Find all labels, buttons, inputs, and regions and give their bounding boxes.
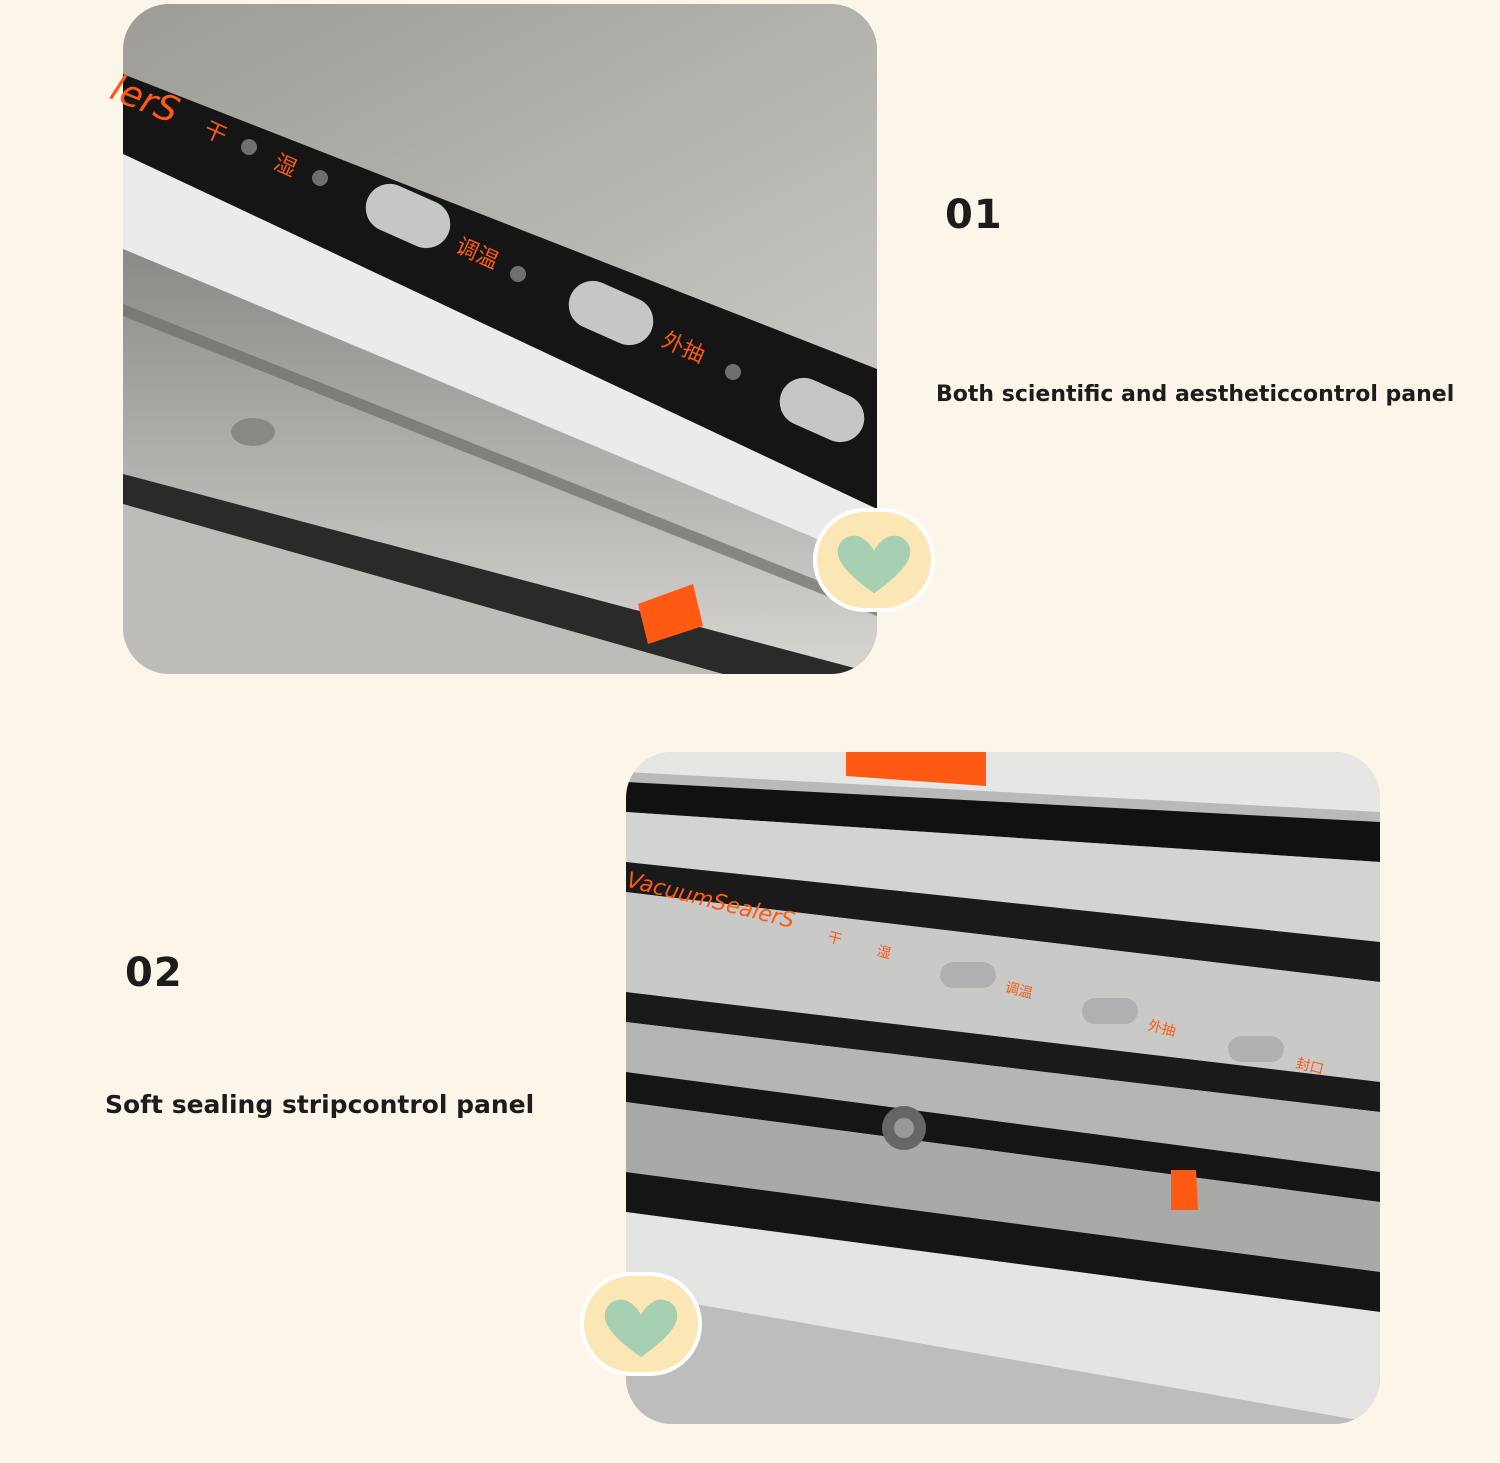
heart-badge (813, 508, 935, 612)
heart-icon (604, 1299, 678, 1358)
heart-icon (837, 535, 911, 594)
product-photo-control-panel (123, 4, 877, 674)
product-photo-sealing-strip (626, 752, 1380, 1424)
section-number-01: 01 (945, 192, 1003, 238)
section-caption-01: Both scientific and aestheticcontrol pan… (936, 382, 1455, 407)
heart-badge (580, 1272, 702, 1376)
section-number-02: 02 (125, 950, 183, 996)
section-caption-02: Soft sealing stripcontrol panel (105, 1090, 535, 1119)
